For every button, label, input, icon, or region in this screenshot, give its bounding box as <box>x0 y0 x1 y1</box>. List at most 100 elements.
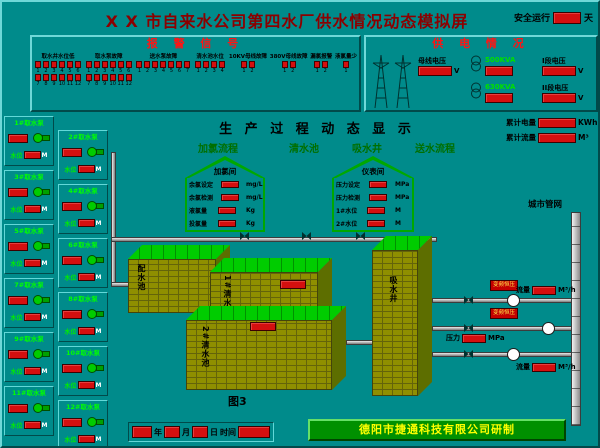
water-level-unit: M <box>95 327 102 335</box>
total-flow-unit: M³ <box>578 133 589 142</box>
water-level-unit: M <box>41 205 48 213</box>
tank-front-face <box>128 259 216 313</box>
pump-graphic-row <box>60 250 106 270</box>
row-unit: mg/L <box>245 181 263 188</box>
alarm-lamp-number: 3 <box>103 68 107 74</box>
alarm-cell: 1 <box>34 61 42 74</box>
pump-graphic-row <box>60 196 106 216</box>
water-level-unit: M <box>95 273 102 281</box>
segment2-voltage-unit: V <box>578 94 584 102</box>
alarm-cell: 7 <box>183 61 191 74</box>
valve-icon <box>464 350 473 358</box>
pump-display <box>8 295 29 305</box>
alarm-lamp <box>176 61 183 68</box>
alarm-cell: 4 <box>109 61 117 74</box>
alarm-lamp-number: 3 <box>212 68 216 74</box>
water-level-unit: M <box>41 313 48 321</box>
transformer1-display <box>485 66 513 76</box>
tank-front-face <box>186 320 332 390</box>
pump-display <box>62 417 83 427</box>
alarm-lamp-number: 6 <box>76 68 80 74</box>
alarm-lamp <box>43 74 49 81</box>
pump-display <box>8 403 29 413</box>
alarm-lamp-number: 3 <box>153 68 158 74</box>
alarm-lamp-number: 1 <box>242 68 246 74</box>
alarm-lamp <box>314 61 321 68</box>
alarm-lamp <box>125 61 132 68</box>
pump-icon <box>86 254 104 266</box>
alarm-lamp <box>85 74 92 81</box>
house-row: 余氯设定 mg/L <box>189 180 263 189</box>
transformer2-label: 630KVA <box>485 83 516 91</box>
meter-house-roof: 仪表间 <box>332 156 414 178</box>
total-energy-label: 累计电量 <box>506 118 536 127</box>
transformer2-display <box>485 93 513 103</box>
alarm-lamp <box>168 61 175 68</box>
chlorine-house-name: 加氯间 <box>213 167 237 176</box>
tank-indicator <box>280 280 306 289</box>
alarm-lamp <box>51 74 57 81</box>
pump-label: 4#取水泵 <box>68 187 98 195</box>
alarm-cell: 4 <box>58 61 66 74</box>
page-title: X X 市自来水公司第四水厂供水情况动态模拟屏 <box>105 12 469 31</box>
water-level-label: 水位 <box>10 260 23 268</box>
alarm-lamp <box>67 61 73 68</box>
alarm-lamp-number: 9 <box>103 81 107 87</box>
flow1-display <box>532 285 556 295</box>
water-level-unit: M <box>41 259 48 267</box>
alarm-lamp <box>322 61 329 68</box>
city-main-pipe <box>571 212 581 426</box>
water-level-display <box>23 259 41 267</box>
alarm-lamp <box>219 61 226 68</box>
pump-icon-motor <box>41 351 50 357</box>
alarm-lamp-number: 6 <box>177 68 182 74</box>
alarm-cell: 10 <box>109 74 117 87</box>
tank-clear2: 2#清水池 <box>186 306 346 392</box>
pump-icon <box>32 348 50 360</box>
bus-voltage-display <box>418 66 452 76</box>
alarm-lamp-number: 10 <box>109 81 116 87</box>
alarm-cell: 5 <box>117 61 125 74</box>
row-unit: MPa <box>394 194 410 201</box>
alarm-lamp <box>240 61 247 68</box>
alarm-lamp <box>152 61 159 68</box>
transformer1-label: 500KVA <box>485 56 516 64</box>
transformer-icon <box>471 82 481 99</box>
alarm-lamp-number: 2 <box>44 68 48 74</box>
alarm-cell: 3 <box>50 61 58 74</box>
house-row: 液氯量 Kg <box>189 206 261 215</box>
row-label: 压力设定 <box>336 182 361 189</box>
row-label: 压力检测 <box>336 195 361 202</box>
alarm-lamp <box>109 61 116 68</box>
water-level-display <box>23 313 41 321</box>
alarm-lamp <box>85 61 92 68</box>
alarm-lamp-number: 8 <box>44 81 48 87</box>
alarm-cell: 1 <box>85 61 93 74</box>
alarm-group-label: 清水池水位 <box>196 54 224 60</box>
alarm-lamp-number: 8 <box>95 81 99 87</box>
pump-display <box>8 349 29 359</box>
city-network-label: 城市管网 <box>528 200 563 210</box>
row-label: 投氯量 <box>189 221 208 228</box>
total-flow-label: 累计流量 <box>506 133 536 142</box>
alarm-lamp <box>75 61 81 68</box>
alarm-lamp <box>195 61 202 68</box>
date-day-display <box>192 426 208 438</box>
alarm-group-label: 液氯量少 <box>334 54 357 60</box>
segment1-voltage-label: I段电压 <box>542 57 566 65</box>
alarm-cell: 12 <box>74 74 82 87</box>
row-unit: Kg <box>245 207 255 214</box>
safe-run-unit: 天 <box>583 14 593 24</box>
alarm-cell: 9 <box>50 74 58 87</box>
alarm-lamp-number: 4 <box>60 68 64 74</box>
alarm-cell: 1 <box>135 61 143 74</box>
pump-graphic-row <box>6 290 52 310</box>
